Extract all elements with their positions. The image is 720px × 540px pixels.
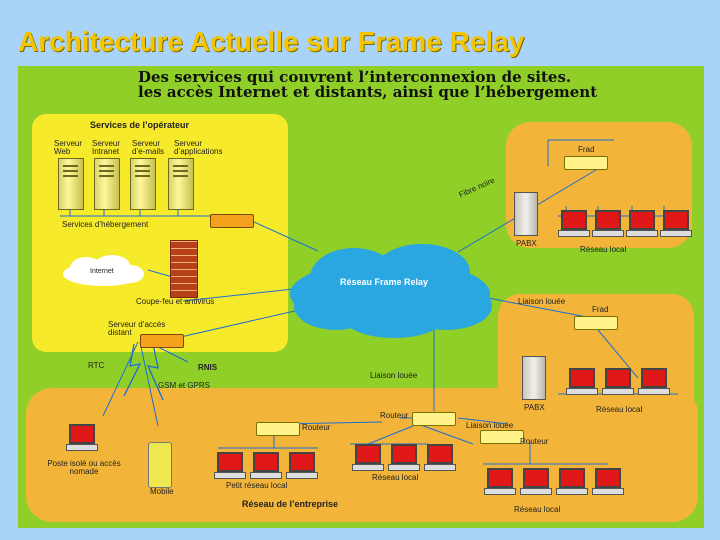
frad-mid-label: Frad — [592, 305, 609, 314]
pc-small-2-icon — [250, 452, 282, 479]
small-lan-label: Petit réseau local — [226, 481, 288, 490]
enterprise-title: Réseau de l’entreprise — [242, 499, 339, 509]
leased-line-3-label: Liaison louée — [466, 421, 514, 430]
pc-lan-4-icon — [484, 468, 516, 495]
mobile-phone-icon — [148, 442, 172, 488]
pabx-top-icon — [514, 192, 538, 236]
server-intranet-label: Serveur Intranet — [92, 139, 121, 157]
rtc-label: RTC — [88, 361, 105, 370]
pc-lan-7-icon — [592, 468, 624, 495]
firewall-label: Coupe-feu et antivirus — [136, 297, 215, 306]
server-apps-label: Serveur d’applications — [174, 139, 223, 157]
router-left-icon — [256, 422, 300, 436]
server-email-icon — [130, 158, 156, 210]
leased-line-1-label: Liaison louée — [518, 297, 566, 306]
server-apps-icon — [168, 158, 194, 210]
lan-right-label: Réseau local — [514, 505, 561, 514]
frad-mid-icon — [574, 316, 618, 330]
pc-lan-5-icon — [520, 468, 552, 495]
pc-mid-1-icon — [566, 368, 598, 395]
frame-relay-label: Réseau Frame Relay — [340, 277, 429, 287]
pabx-mid-icon — [522, 356, 546, 400]
slide-title: Architecture Actuelle sur Frame Relay — [18, 26, 525, 57]
server-intranet-icon — [94, 158, 120, 210]
hosting-switch-icon — [210, 214, 254, 228]
lan-mid-label: Réseau local — [372, 473, 419, 482]
router-mid-icon — [412, 412, 456, 426]
header-line-1: Des services qui couvrent l’interconnexi… — [138, 68, 572, 86]
pabx-top-label: PABX — [516, 239, 537, 248]
pc-top-4-icon — [660, 210, 692, 237]
rnis-label: RNIS — [198, 363, 218, 372]
pc-lan-2-icon — [388, 444, 420, 471]
router-mid-label: Routeur — [380, 411, 409, 420]
router-left-label: Routeur — [302, 423, 331, 432]
pc-isolated-icon — [66, 424, 98, 451]
server-email-label: Serveur d’e-mails — [132, 139, 165, 157]
operator-title: Services de l’opérateur — [90, 120, 190, 130]
lan-mid-site-label: Réseau local — [596, 405, 643, 414]
pc-top-3-icon — [626, 210, 658, 237]
isolated-label: Poste isolé ou accès nomade — [47, 459, 121, 477]
operator-zone — [32, 114, 288, 352]
pc-mid-2-icon — [602, 368, 634, 395]
pc-small-3-icon — [286, 452, 318, 479]
router-right-label: Routeur — [520, 437, 549, 446]
network-diagram: Des services qui couvrent l’interconnexi… — [18, 66, 704, 528]
server-web-icon — [58, 158, 84, 210]
frame-relay-cloud-icon — [290, 244, 492, 338]
leased-line-2-label: Liaison louée — [370, 371, 418, 380]
pc-lan-1-icon — [352, 444, 384, 471]
mobile-label: Mobile — [150, 487, 174, 496]
lan-top-label: Réseau local — [580, 245, 627, 254]
server-web-label: Serveur Web — [54, 139, 83, 157]
router-right-icon — [480, 430, 524, 444]
internet-cloud-icon — [63, 255, 144, 286]
remote-access-server-icon — [140, 334, 184, 348]
pc-lan-3-icon — [424, 444, 456, 471]
remote-access-label: Serveur d’accès distant — [108, 320, 166, 338]
frad-top-icon — [564, 156, 608, 170]
pabx-mid-label: PABX — [524, 403, 545, 412]
pc-top-1-icon — [558, 210, 590, 237]
pc-small-1-icon — [214, 452, 246, 479]
diagram-header: Des services qui couvrent l’interconnexi… — [138, 70, 597, 100]
gsm-label: GSM et GPRS — [158, 381, 211, 390]
pc-lan-6-icon — [556, 468, 588, 495]
firewall-icon — [170, 240, 198, 298]
header-line-2: les accès Internet et distants, ainsi qu… — [138, 83, 598, 101]
internet-label: Internet — [90, 268, 114, 275]
pc-top-2-icon — [592, 210, 624, 237]
pc-mid-3-icon — [638, 368, 670, 395]
frad-top-label: Frad — [578, 145, 595, 154]
hosting-label: Services d’hébergement — [62, 220, 149, 229]
